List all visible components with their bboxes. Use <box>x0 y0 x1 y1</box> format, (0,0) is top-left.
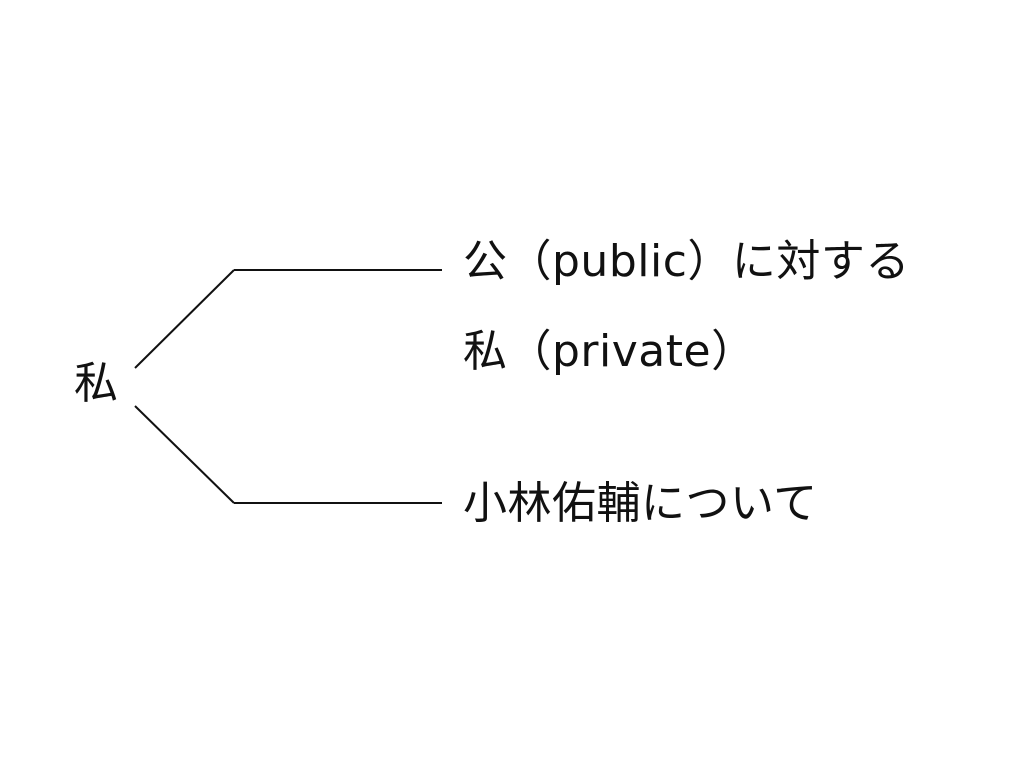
root-node-label: 私 <box>74 358 119 409</box>
upper-branch-line-2: 私（private） <box>463 326 756 377</box>
upper-branch-node: 公（public）に対する 私（private） <box>463 236 910 416</box>
lower-branch-node: 小林佑輔について <box>463 478 818 529</box>
connector-upper-diagonal <box>134 269 235 369</box>
connector-lower-diagonal <box>134 405 235 504</box>
upper-branch-line-1: 公（public）に対する <box>463 236 910 287</box>
